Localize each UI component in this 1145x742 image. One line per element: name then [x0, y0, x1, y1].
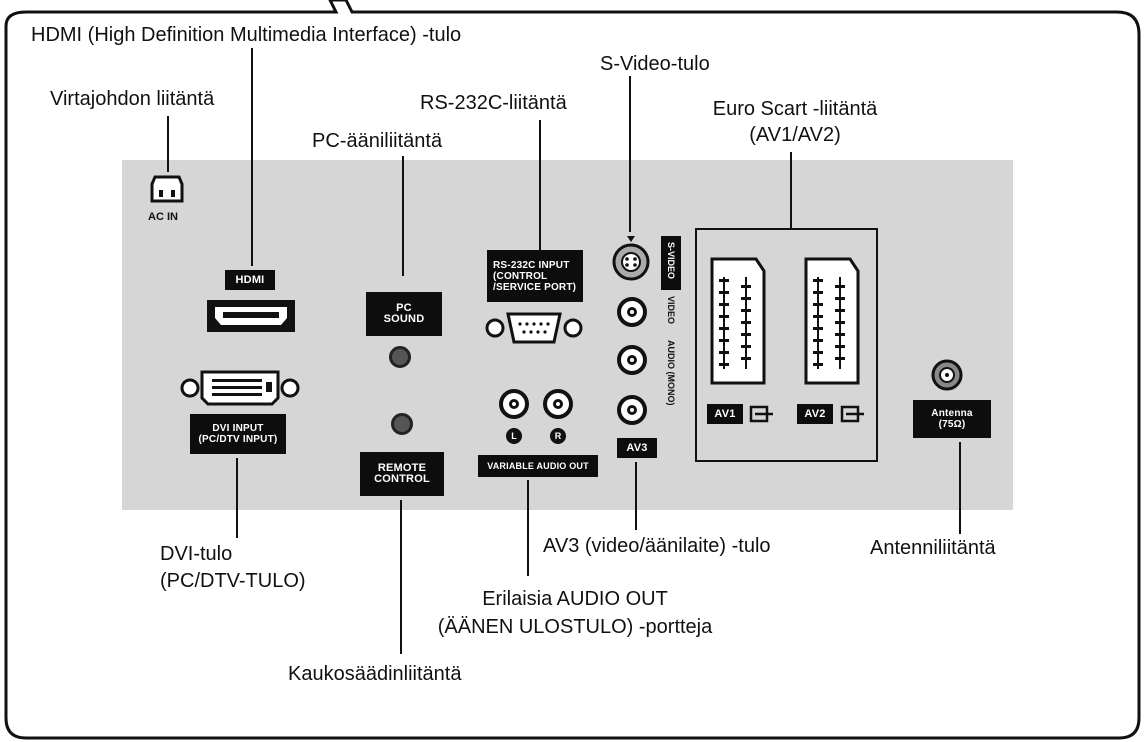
pc-sound-label-1: PC — [396, 302, 412, 314]
audio-out-left-marker: L — [506, 428, 522, 444]
dvi-input-label-2: (PC/DTV INPUT) — [198, 434, 278, 445]
rs232-port[interactable] — [484, 310, 584, 346]
callout-hdmi: HDMI (High Definition Multimedia Interfa… — [31, 24, 462, 46]
antenna-label: Antenna (75Ω) — [913, 400, 991, 438]
rs232-label-3: /SERVICE PORT) — [493, 281, 577, 293]
leader-audio-out — [527, 480, 529, 576]
leader-euro-scart — [790, 152, 792, 228]
scart-av2-port[interactable] — [800, 255, 862, 387]
dvi-port[interactable] — [180, 368, 300, 408]
s-video-tag-text: S-VIDEO — [666, 242, 676, 280]
ac-in-label: AC IN — [148, 211, 178, 223]
leader-dvi — [236, 458, 238, 538]
pc-sound-label-2: SOUND — [383, 313, 425, 325]
av1-label: AV1 — [707, 404, 743, 424]
av3-video-jack[interactable] — [617, 297, 647, 327]
hdmi-label: HDMI — [225, 270, 275, 290]
remote-control-jack[interactable] — [391, 413, 413, 435]
leader-rs232 — [539, 120, 541, 252]
callout-dvi-1: DVI-tulo — [160, 543, 233, 565]
av3-audio-mono-text: AUDIO (MONO) — [666, 340, 676, 406]
leader-remote — [400, 500, 402, 654]
callout-dvi-2: (PC/DTV-TULO) — [160, 570, 306, 592]
av3-label: AV3 — [617, 438, 657, 458]
callout-antenna: Antenniliitäntä — [870, 537, 996, 559]
callout-remote: Kaukosäädinliitäntä — [288, 663, 462, 685]
rs232-label-2: (CONTROL — [493, 270, 548, 282]
dvi-input-label-1: DVI INPUT — [212, 423, 264, 434]
leader-hdmi — [251, 48, 253, 266]
callout-svideo: S-Video-tulo — [600, 53, 710, 75]
variable-audio-out-label: VARIABLE AUDIO OUT — [478, 455, 598, 477]
av3-video-text: VIDEO — [666, 296, 676, 325]
power-socket-icon — [150, 175, 184, 203]
av3-audio-mono-jack[interactable] — [617, 345, 647, 375]
av2-label: AV2 — [797, 404, 833, 424]
hdmi-port[interactable] — [205, 298, 297, 334]
av3-audio-r-jack[interactable] — [617, 395, 647, 425]
av2-label-text: AV2 — [804, 407, 826, 420]
av1-label-text: AV1 — [714, 407, 736, 420]
audio-out-right-marker: R — [550, 428, 566, 444]
remote-control-label-2: CONTROL — [374, 473, 430, 485]
dvi-input-label: DVI INPUT (PC/DTV INPUT) — [190, 414, 286, 454]
s-video-port[interactable] — [611, 234, 651, 282]
audio-out-right-jack[interactable] — [543, 389, 573, 419]
av2-input-icon — [840, 405, 864, 423]
variable-audio-out-text: VARIABLE AUDIO OUT — [487, 460, 589, 471]
callout-pc-audio: PC-ääniliitäntä — [312, 130, 443, 152]
s-video-tag — [661, 236, 681, 290]
av3-label-text: AV3 — [626, 441, 648, 454]
callout-audio-out-1: Erilaisia AUDIO OUT — [482, 588, 668, 610]
pc-sound-jack[interactable] — [389, 346, 411, 368]
euro-scart-group — [695, 228, 878, 462]
leader-antenna — [959, 442, 961, 534]
leader-svideo — [629, 76, 631, 232]
leader-av3 — [635, 462, 637, 530]
pc-sound-label: PC SOUND — [366, 292, 442, 336]
callout-euro-scart-2: (AV1/AV2) — [749, 124, 841, 146]
rs232-label-1: RS-232C INPUT — [493, 259, 570, 271]
scart-av1-port[interactable] — [706, 255, 768, 387]
remote-control-label: REMOTE CONTROL — [360, 452, 444, 496]
callout-audio-out-2: (ÄÄNEN ULOSTULO) -portteja — [437, 616, 713, 638]
callout-euro-scart-1: Euro Scart -liitäntä — [712, 98, 878, 120]
callout-power: Virtajohdon liitäntä — [50, 88, 215, 110]
callout-av3: AV3 (video/äänilaite) -tulo — [543, 535, 771, 557]
callout-rs232: RS-232C-liitäntä — [420, 92, 567, 114]
antenna-port[interactable] — [930, 358, 964, 392]
audio-out-left-jack[interactable] — [499, 389, 529, 419]
antenna-label-2: (75Ω) — [938, 419, 966, 430]
leader-power — [167, 116, 169, 172]
av1-input-icon — [749, 405, 773, 423]
remote-control-label-1: REMOTE — [377, 462, 427, 474]
rs232-label: RS-232C INPUT (CONTROL /SERVICE PORT) — [487, 250, 583, 302]
antenna-label-1: Antenna — [931, 408, 973, 419]
hdmi-label-text: HDMI — [235, 273, 265, 286]
leader-pc-audio — [402, 156, 404, 276]
